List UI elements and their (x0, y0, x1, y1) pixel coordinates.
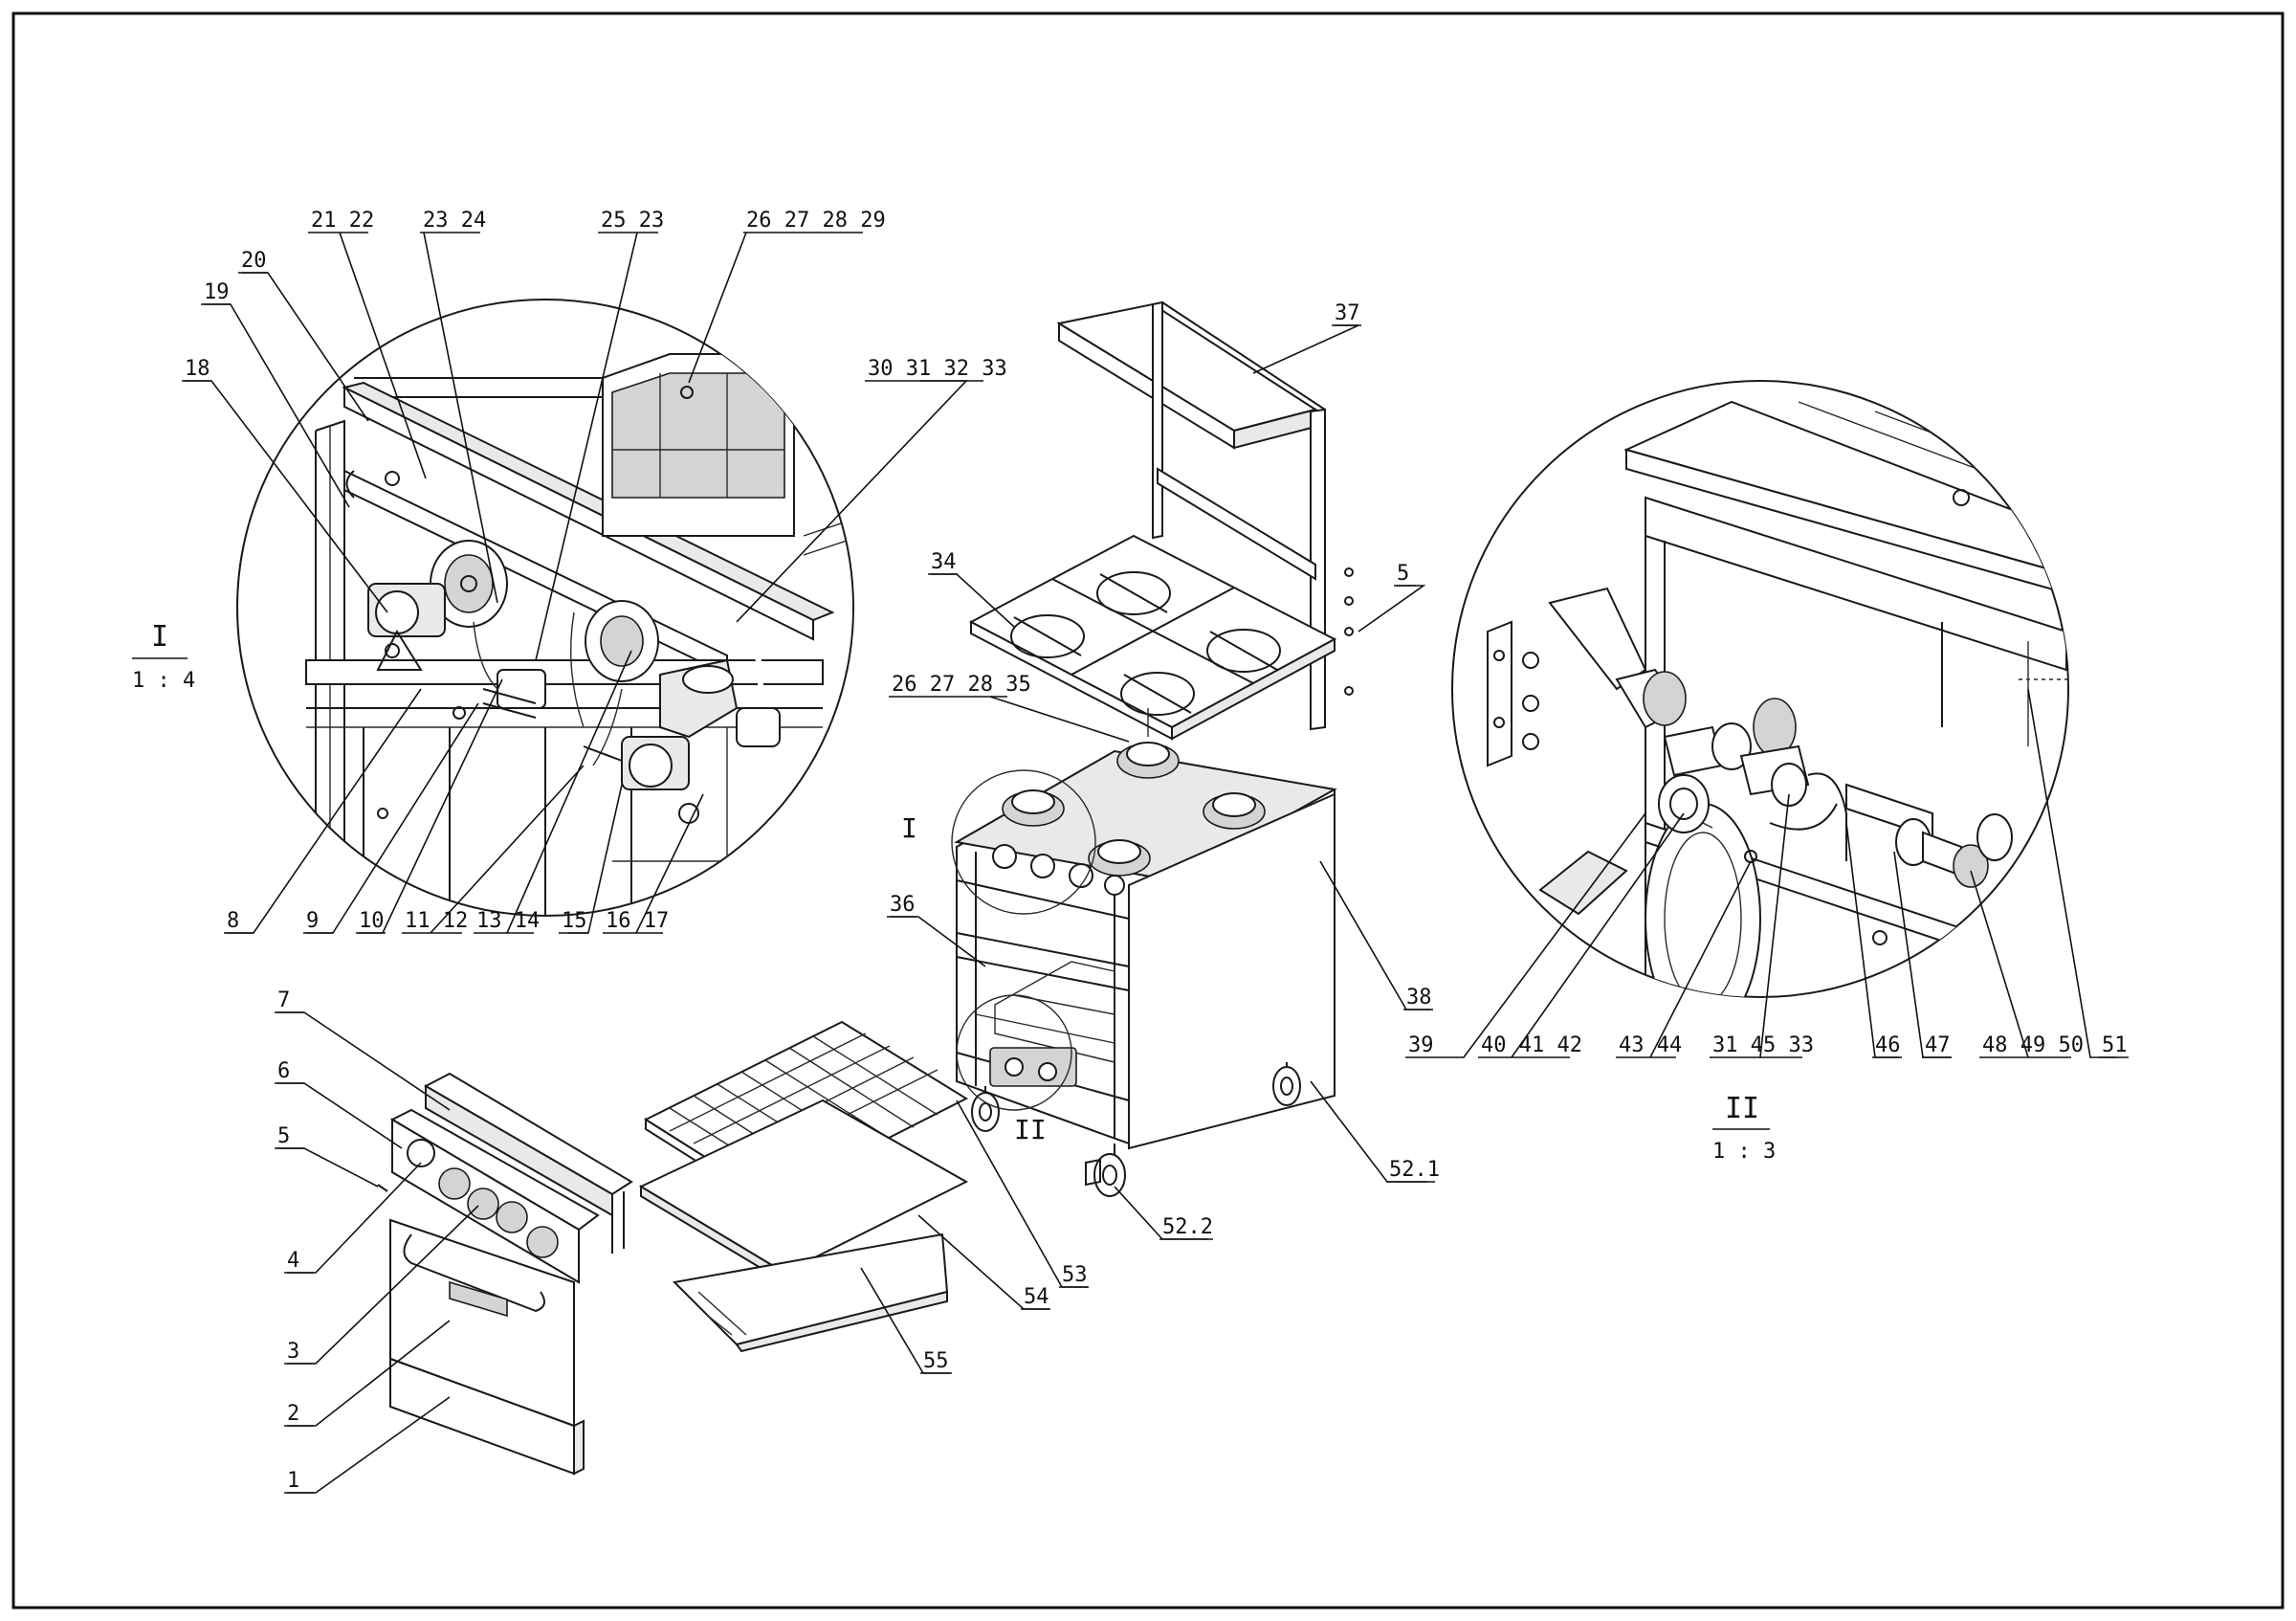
callout-c2: 2 (287, 1402, 299, 1426)
caster-rear-right (1272, 1062, 1301, 1106)
caster-front-left (971, 1086, 1000, 1132)
detail-view-II (1451, 380, 2069, 998)
callout-c26b: 26 27 28 35 (892, 673, 1031, 697)
callout-c36: 36 (890, 893, 916, 917)
callout-c521: 52.1 (1389, 1158, 1440, 1182)
callout-c3: 3 (287, 1340, 299, 1364)
flame-spreader (672, 1232, 949, 1353)
view-I-scale: 1 : 4 (132, 669, 195, 693)
callout-c46: 46 (1875, 1033, 1901, 1057)
callout-labels: 18 19 20 21 22 23 24 25 23 26 27 28 29 3… (132, 209, 2129, 1494)
view-II-name: II (1725, 1092, 1759, 1125)
detail-view-I (236, 299, 854, 917)
callout-c18: 18 (185, 357, 210, 381)
callout-c30: 30 31 32 33 (868, 357, 1007, 381)
callout-c55: 55 (923, 1349, 949, 1373)
sheet-frame (11, 11, 2285, 1610)
caster-front-right (1085, 1144, 1126, 1197)
view-II-scale: 1 : 3 (1712, 1140, 1776, 1164)
callout-c15: 15 (562, 909, 587, 933)
callout-c4344: 43 44 (1619, 1033, 1682, 1057)
callout-c404142: 40 41 42 (1481, 1033, 1582, 1057)
callout-c34: 34 (931, 550, 957, 574)
callout-c1617: 16 17 (606, 909, 669, 933)
callout-c37: 37 (1335, 301, 1360, 325)
callout-c20: 20 (241, 249, 267, 273)
callout-c522: 52.2 (1162, 1215, 1213, 1239)
callout-c1314: 13 14 (476, 909, 540, 933)
callout-c2324: 23 24 (423, 209, 486, 233)
callout-c53: 53 (1062, 1263, 1088, 1287)
callout-c314533: 31 45 33 (1712, 1033, 1814, 1057)
callout-c51: 51 (2102, 1033, 2128, 1057)
callout-c39: 39 (1408, 1033, 1434, 1057)
callout-c8: 8 (227, 909, 239, 933)
callout-c484950: 48 49 50 (1982, 1033, 2084, 1057)
callout-c38: 38 (1406, 986, 1432, 1010)
callout-c1112: 11 12 (405, 909, 468, 933)
callout-c10: 10 (359, 909, 385, 933)
oven-door-assembly (377, 1072, 633, 1476)
callout-c5a: 5 (277, 1124, 290, 1148)
callout-c47: 47 (1925, 1033, 1951, 1057)
callout-c9: 9 (306, 909, 319, 933)
callout-c2523: 25 23 (601, 209, 664, 233)
callout-c7: 7 (277, 988, 290, 1012)
callout-c26a: 26 27 28 29 (746, 209, 886, 233)
callout-c19: 19 (204, 280, 230, 304)
callout-c4: 4 (287, 1249, 299, 1273)
marker-I: I (901, 812, 917, 844)
callout-c54: 54 (1024, 1285, 1049, 1309)
callout-c5b: 5 (1397, 562, 1409, 586)
callout-c2122: 21 22 (311, 209, 374, 233)
range-assembly (951, 300, 1354, 1197)
callout-c1: 1 (287, 1469, 299, 1493)
callout-c6: 6 (277, 1059, 290, 1083)
view-I-name: I (151, 620, 168, 654)
marker-II: II (1014, 1114, 1047, 1145)
